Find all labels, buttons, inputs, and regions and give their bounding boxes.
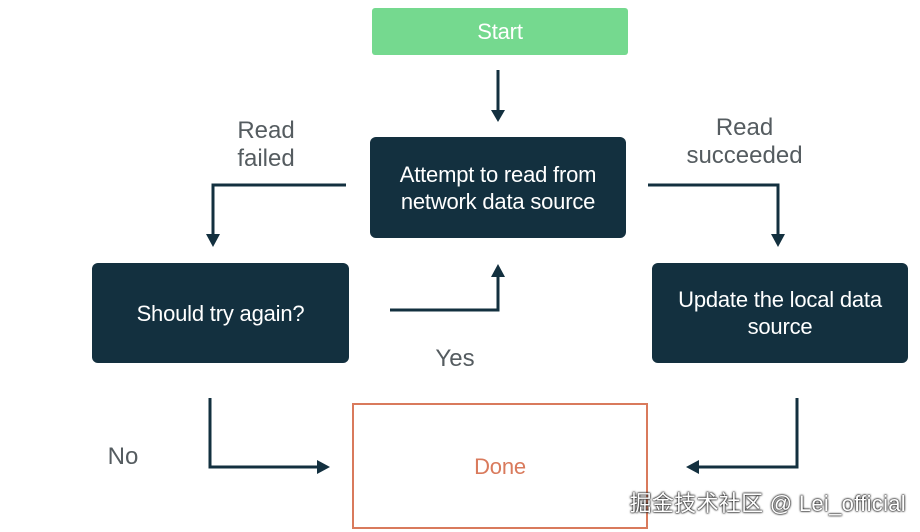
done-node: Done (352, 403, 648, 529)
start-node: Start (372, 8, 628, 55)
attempt-read-node-label: Attempt to read from network data source (399, 161, 597, 214)
update-local-node-label: Update the local data source (678, 287, 882, 339)
watermark: 掘金技术社区 @ Lei_official (629, 491, 906, 516)
connector-no (208, 398, 317, 469)
done-node-label: Done (474, 453, 526, 479)
arrowhead-yes (491, 264, 505, 277)
connector-update-to-done (699, 398, 799, 469)
arrowhead-read-failed (206, 234, 220, 247)
retry-decision-node-label: Should try again? (136, 300, 305, 326)
arrowhead-start-to-attempt (491, 110, 505, 122)
connector-yes (390, 277, 500, 312)
read-failed-label: Read failed (237, 117, 295, 172)
update-local-node: Update the local data source (652, 263, 908, 363)
attempt-read-node: Attempt to read from network data source (370, 137, 626, 238)
connector-read-failed (211, 183, 346, 234)
yes-label: Yes (435, 345, 475, 372)
no-label: No (107, 443, 139, 470)
read-succeeded-label: Read succeeded (686, 114, 803, 169)
arrowhead-read-succeeded (771, 234, 785, 247)
start-node-label: Start (477, 19, 523, 44)
arrowhead-update-to-done (686, 460, 699, 474)
arrowhead-no (317, 460, 330, 474)
connector-read-succeeded (648, 183, 780, 234)
retry-decision-node: Should try again? (92, 263, 349, 363)
